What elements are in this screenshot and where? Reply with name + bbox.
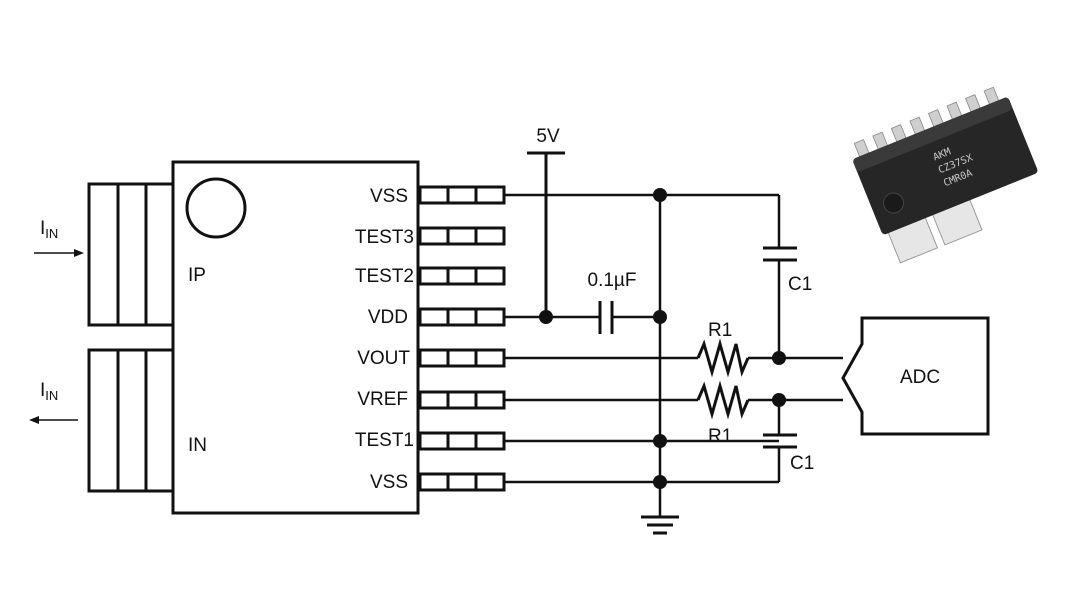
pin-label-vout: VOUT [357, 348, 410, 369]
current-label-bottom: IIN [40, 380, 58, 403]
supply-label: 5V [536, 126, 560, 147]
capacitor-c1-bottom-icon [763, 433, 797, 449]
c1-bottom-label: C1 [790, 453, 814, 474]
in-label: IN [188, 435, 207, 456]
pin-label-vss-top: VSS [370, 186, 408, 207]
r1-top-label: R1 [708, 320, 732, 341]
pin1-marker-icon [185, 177, 247, 239]
c1-top-label: C1 [788, 274, 812, 295]
pin-test2 [418, 266, 506, 286]
ground-icon [641, 515, 679, 535]
junction-dots [539, 188, 786, 489]
pin-label-vss-bottom: VSS [370, 472, 408, 493]
pin-vref [418, 390, 506, 410]
capacitor-decoupling-icon [598, 301, 614, 334]
capacitor-c1-top-icon [763, 246, 797, 262]
wires [503, 193, 843, 516]
pin-label-vdd: VDD [368, 307, 408, 328]
primary-conductor-in [87, 348, 175, 493]
pin-vss-top [418, 185, 506, 205]
current-in-arrow-icon [34, 249, 84, 257]
r1-bottom-label: R1 [708, 426, 732, 447]
pin-vdd [418, 307, 506, 327]
ic-body [171, 160, 420, 515]
chip-photo: AKM CZ37SX CMR0A [853, 86, 1038, 264]
resistor-r1-top-icon [696, 338, 750, 378]
pin-label-test3: TEST3 [355, 227, 414, 248]
adc-block [841, 316, 990, 436]
pin-row-group [418, 185, 506, 492]
primary-conductor-ip [87, 182, 175, 327]
pin-test3 [418, 226, 506, 246]
pin-label-test1: TEST1 [355, 430, 414, 451]
adc-label: ADC [900, 367, 940, 388]
supply-5v-symbol [527, 151, 565, 317]
cap-decoupling-label: 0.1µF [588, 270, 637, 291]
current-out-arrow-icon [29, 416, 78, 424]
current-label-top: IIN [40, 218, 58, 241]
resistor-r1-bottom-icon [696, 380, 750, 420]
pin-vout [418, 348, 506, 368]
pin-label-test2: TEST2 [355, 266, 414, 287]
pin-test1 [418, 431, 506, 451]
ip-label: IP [188, 265, 206, 286]
pin-label-vref: VREF [357, 389, 408, 410]
pin-vss-bottom [418, 472, 506, 492]
